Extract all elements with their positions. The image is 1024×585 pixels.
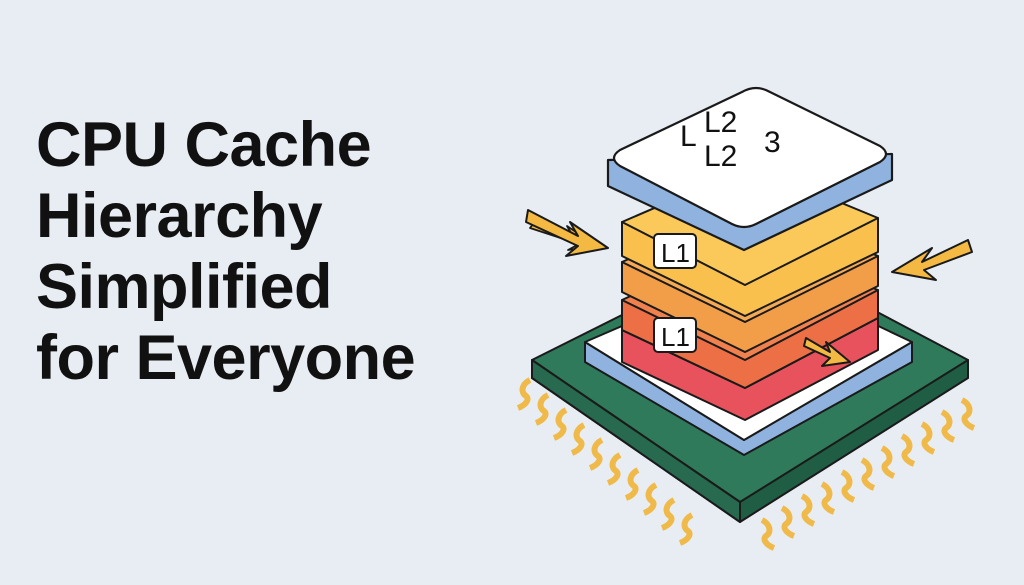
- top-label-lower: L2: [704, 140, 737, 173]
- l1-tag-upper-text: L1: [661, 238, 690, 268]
- layer-top-l2-l3: [606, 86, 894, 252]
- arrow-center-icon: [803, 337, 851, 367]
- l1-tag-lower-text: L1: [661, 322, 690, 352]
- l1-tag-upper: L1: [653, 233, 697, 269]
- page-title: CPU Cache Hierarchy Simplified for Every…: [36, 110, 516, 394]
- top-label-upper: L2: [704, 106, 737, 139]
- left-pins: [516, 377, 694, 546]
- right-pins: [760, 397, 976, 551]
- title-line-1: CPU Cache: [36, 110, 372, 180]
- arrow-left-icon: [525, 209, 609, 257]
- top-label-l: L: [680, 120, 697, 153]
- title-line-3: Simplified: [36, 252, 333, 322]
- arrow-right-icon: [891, 239, 973, 281]
- top-label-superscript: 3: [764, 126, 781, 159]
- title-line-4: for Everyone: [36, 323, 416, 393]
- l1-tag-lower: L1: [653, 317, 697, 353]
- title-line-2: Hierarchy: [36, 181, 323, 251]
